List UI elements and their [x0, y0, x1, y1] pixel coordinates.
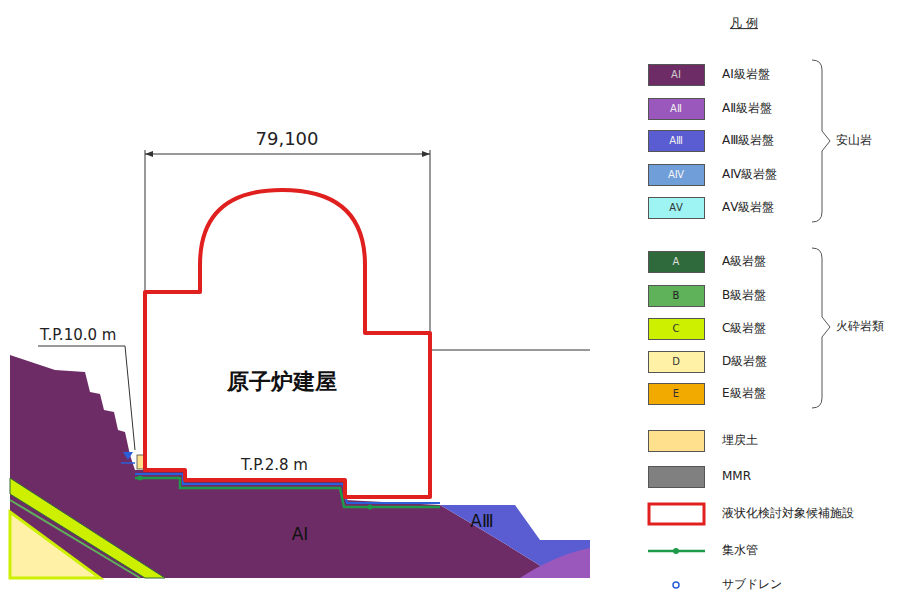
- extension-line: [430, 150, 431, 331]
- swatch-label: E: [673, 388, 679, 400]
- legend-swatch: [648, 430, 705, 452]
- legend-swatch: [648, 466, 705, 488]
- swatch-label: AⅣ: [668, 169, 684, 181]
- dimension-arrow: [145, 151, 430, 157]
- swatch-label: AⅢ: [669, 135, 683, 147]
- legend-text: 埋戻土: [722, 434, 758, 448]
- legend-text: E級岩盤: [722, 387, 766, 401]
- dimension: 79,100: [256, 129, 319, 150]
- legend-circle-sample: [673, 582, 679, 588]
- swatch-label: AⅠ: [671, 69, 681, 81]
- legend-text: B級岩盤: [722, 289, 766, 303]
- legend-text: D級岩盤: [722, 355, 767, 369]
- bracket: [812, 60, 830, 222]
- building-shape: [145, 188, 432, 500]
- legend-text: MMR: [722, 470, 751, 484]
- building-outline: 原子炉建屋: [145, 188, 432, 500]
- legend-title: 凡 例: [730, 17, 758, 31]
- legend-text: AⅠ級岩盤: [722, 68, 770, 82]
- legend-text: AⅡ級岩盤: [722, 102, 772, 116]
- swatch-label: B: [673, 290, 680, 302]
- legend-line-sample: [673, 548, 679, 554]
- legend-text: C級岩盤: [722, 322, 766, 336]
- legend-text: AⅣ級岩盤: [722, 168, 777, 182]
- bracket: [812, 248, 830, 408]
- layer-c: [10, 478, 165, 578]
- ground-line: [430, 350, 590, 351]
- group-label: 安山岩: [836, 134, 872, 148]
- legend-text: AⅢ級岩盤: [722, 134, 774, 148]
- swatch-label: AⅡ: [670, 103, 682, 115]
- elevation-label: T.P.10.0 m: [40, 327, 116, 344]
- water-level: [123, 452, 133, 460]
- layer-b: [10, 500, 140, 578]
- group-label: 火砕岩類: [836, 320, 884, 334]
- building-name: 原子炉建屋: [227, 369, 337, 394]
- swatch-label: AⅤ: [669, 202, 683, 214]
- elevation-label: T.P.2.8 m: [241, 457, 308, 474]
- pipe-dot: [368, 505, 373, 510]
- legend-text: サブドレン: [722, 578, 782, 592]
- pipe-dot: [138, 476, 143, 481]
- legend-text: 集水管: [722, 544, 758, 558]
- extension-line: [145, 150, 146, 290]
- swatch-label: D: [672, 356, 680, 368]
- legend-outline-sample: [649, 504, 704, 524]
- rock-class-label: AⅢ: [470, 512, 493, 532]
- rock-a3: [440, 505, 590, 578]
- legend-text: 液状化検討対象候補施設: [722, 507, 854, 521]
- rock-a2: [520, 548, 590, 578]
- water-level: [121, 462, 135, 464]
- swatch-label: A: [673, 256, 680, 268]
- swatch-label: C: [673, 323, 680, 335]
- leader-line: [38, 346, 135, 450]
- rock-class-label: AⅠ: [292, 525, 309, 545]
- legend-text: A級岩盤: [722, 255, 766, 269]
- rock-a1: [10, 355, 560, 578]
- dimension-line: [145, 154, 430, 155]
- legend-text: AⅤ級岩盤: [722, 201, 774, 215]
